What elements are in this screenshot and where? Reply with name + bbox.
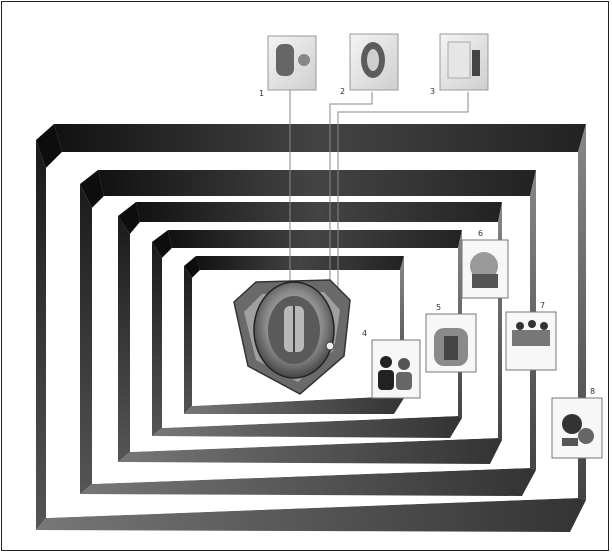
item-card-1: 1 — [259, 36, 316, 98]
item-label-7: 7 — [540, 301, 545, 310]
item-label-4: 4 — [362, 329, 367, 338]
people-icon — [380, 356, 392, 368]
item-label-2: 2 — [340, 87, 345, 96]
item-label-6: 6 — [478, 229, 483, 238]
item-label-8: 8 — [590, 387, 595, 396]
item-label-3: 3 — [430, 87, 435, 96]
item-label-5: 5 — [436, 303, 441, 312]
document-figure-icon — [448, 42, 470, 78]
item-card-3: 3 — [430, 34, 488, 96]
group-meeting-icon — [512, 330, 550, 346]
capsule-icon — [276, 44, 294, 76]
item-card-2: 2 — [340, 34, 398, 96]
equipment-icon — [562, 414, 582, 434]
item-card-8: 8 — [552, 387, 602, 458]
item-label-1: 1 — [259, 89, 264, 98]
